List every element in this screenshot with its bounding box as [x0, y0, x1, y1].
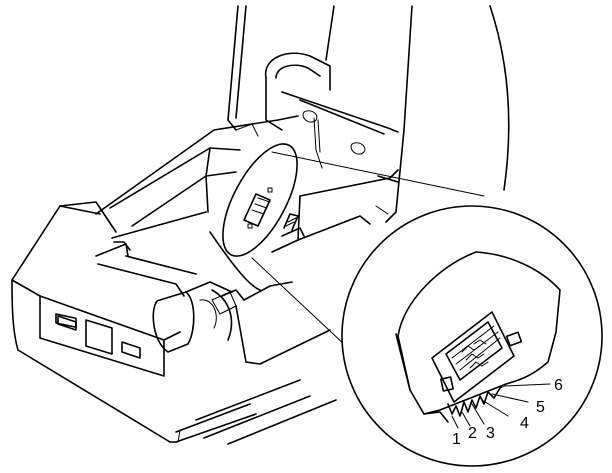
center-sensor [281, 213, 305, 237]
paper-guides [95, 241, 245, 353]
callout-4: 4 [520, 415, 529, 432]
switch-mark-right [505, 331, 523, 347]
callout-1: 1 [452, 431, 461, 448]
callout-6: 6 [554, 377, 563, 394]
dip-switch-slider [445, 321, 503, 381]
magnified-view [341, 205, 603, 467]
hinge-housing [264, 52, 399, 215]
printer-body [11, 115, 399, 445]
panel-button-right [121, 341, 141, 359]
front-panel [11, 279, 181, 377]
top-cover [227, 5, 510, 223]
callout-2: 2 [468, 425, 477, 442]
dip-switch [431, 311, 515, 403]
callouts: 1 2 3 4 5 6 [451, 377, 563, 448]
small-dip-switch [243, 193, 271, 227]
panel-led [57, 315, 77, 331]
callout-3: 3 [486, 425, 495, 442]
switch-location-ellipse [222, 143, 298, 257]
callout-5: 5 [536, 399, 545, 416]
panel-button-center [85, 319, 113, 355]
switch-mark-left [440, 376, 454, 392]
